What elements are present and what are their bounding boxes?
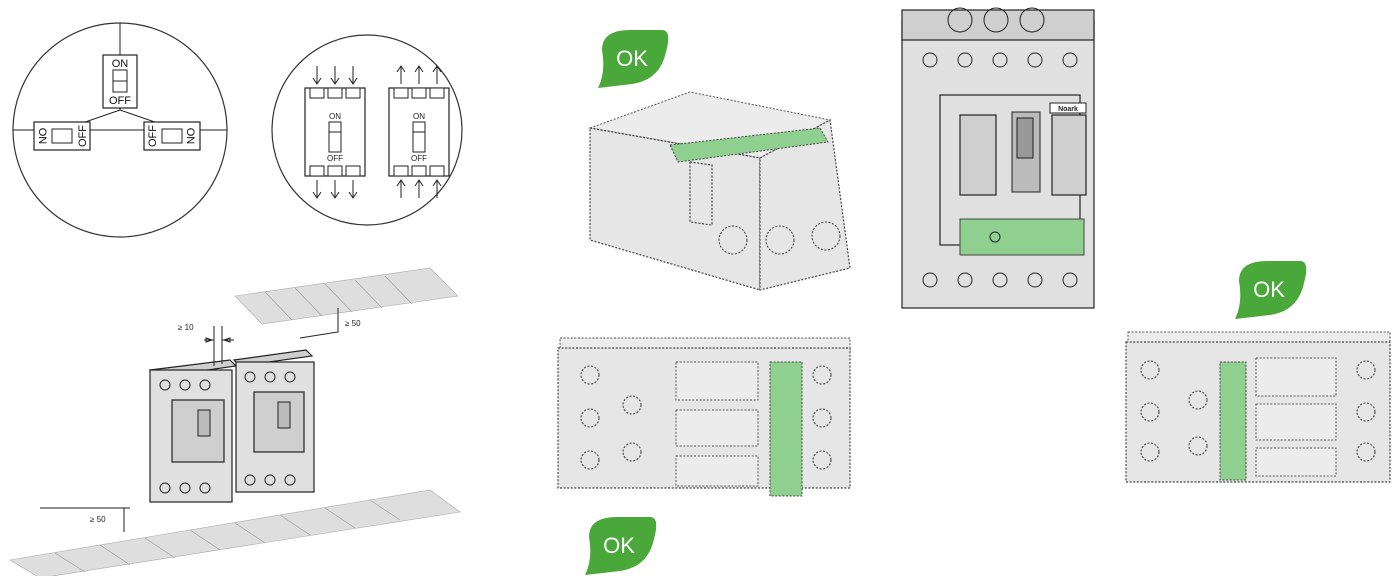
- supply-direction-detail: ON OFF ON OFF: [271, 34, 463, 226]
- breaker-right: [232, 349, 315, 493]
- switch-right-off-label: OFF: [147, 125, 159, 147]
- switch-left: ON OFF: [33, 121, 91, 151]
- bottom-gap-label: ≥ 50: [90, 515, 106, 524]
- reference-breaker: Noark: [901, 7, 1095, 309]
- switch-left-off-label: OFF: [77, 125, 89, 147]
- mounting-side-right: [1125, 331, 1391, 483]
- top-gap-label: ≥ 50: [345, 319, 361, 328]
- mounting-side-left: [557, 337, 851, 497]
- breaker-a-off-label: OFF: [327, 154, 343, 163]
- brand-label: Noark: [1058, 106, 1078, 113]
- ok-badge-top: OK: [598, 30, 669, 88]
- switch-top-on-label: ON: [112, 58, 129, 70]
- breaker-left: [148, 359, 238, 503]
- flat-label-panel: [669, 127, 829, 163]
- orientation-detail: ON OFF ON OFF ON OFF: [12, 22, 228, 238]
- mounting-flat-view: [588, 91, 851, 291]
- breaker-top-feed: ON OFF: [304, 66, 366, 199]
- reference-label-panel: [959, 218, 1085, 256]
- right-label-panel: [1219, 361, 1247, 481]
- breaker-bottom-feed: ON OFF: [388, 65, 450, 198]
- side-gap-label: ≥ 10: [178, 323, 194, 332]
- ok-badge-right: OK: [1235, 261, 1307, 319]
- top-mounting-plane: [234, 267, 459, 325]
- breaker-b-off-label: OFF: [411, 154, 427, 163]
- breaker-b-on-label: ON: [413, 112, 425, 121]
- switch-right: ON OFF: [143, 121, 201, 151]
- ok-badge-bottom: OK: [585, 517, 657, 575]
- ok-badge-bottom-label: OK: [603, 533, 635, 558]
- bottom-mounting-plane: [9, 489, 461, 576]
- left-label-panel: [769, 361, 803, 497]
- switch-top: ON OFF: [102, 54, 138, 109]
- ok-badge-top-label: OK: [616, 46, 648, 71]
- switch-right-on-label: ON: [184, 128, 196, 145]
- switch-top-off-label: OFF: [109, 95, 131, 107]
- breaker-a-on-label: ON: [329, 112, 341, 121]
- ok-badge-right-label: OK: [1253, 277, 1285, 302]
- switch-left-on-label: ON: [36, 128, 48, 145]
- clearance-installation: ≥ 10 ≥ 50 ≥ 50: [9, 267, 461, 576]
